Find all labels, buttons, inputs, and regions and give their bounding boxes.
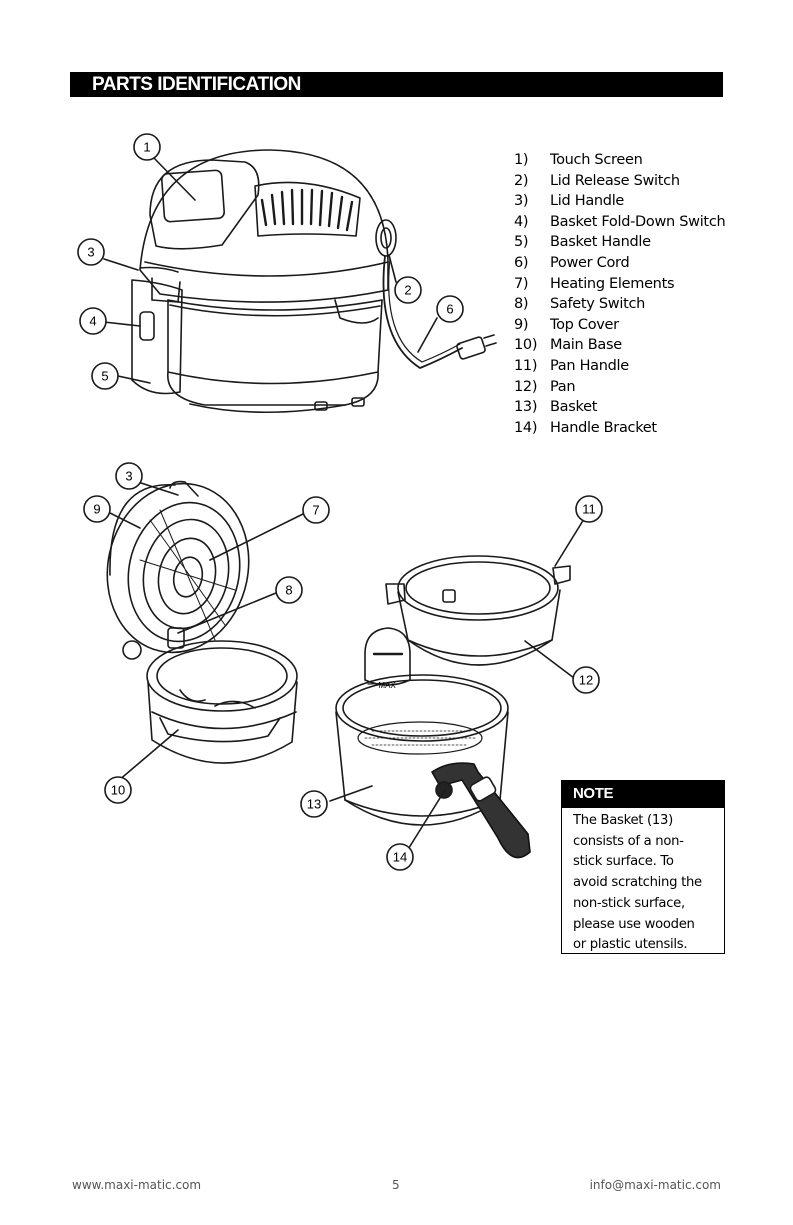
svg-text:13: 13 <box>307 797 321 812</box>
note-line: The Basket (13) <box>573 813 673 828</box>
callout-8: 8 <box>275 576 303 604</box>
page-number: 5 <box>392 1178 400 1192</box>
part-number: 13) <box>514 399 538 416</box>
parts-list-item: 7) Heating Elements <box>514 274 764 295</box>
svg-text:3: 3 <box>87 245 94 260</box>
part-name: Lid Release Switch <box>550 172 680 189</box>
callout-12: 12 <box>572 666 600 694</box>
part-name: Main Base <box>550 337 622 354</box>
note-line: stick surface. To <box>573 854 674 870</box>
pan-drawing <box>385 555 571 666</box>
parts-list-item: 6) Power Cord <box>514 253 764 274</box>
svg-text:10: 10 <box>111 783 125 798</box>
parts-list-item: 13) Basket <box>514 397 764 418</box>
section-header-bar: PARTS IDENTIFICATION <box>70 72 723 97</box>
open-fryer-drawing <box>106 480 298 764</box>
svg-text:14: 14 <box>393 850 407 865</box>
note-box: NOTE The Basket (13) consists of a non- … <box>561 780 725 954</box>
part-number: 2) <box>514 172 529 189</box>
callout-6: 6 <box>436 295 464 323</box>
parts-list: 1) Touch Screen 2) Lid Release Switch 3) Li… <box>514 150 764 438</box>
callout-14: 14 <box>386 843 414 871</box>
svg-text:1: 1 <box>143 140 150 155</box>
parts-list-item: 14) Handle Bracket <box>514 418 764 439</box>
parts-list-item: 1) Touch Screen <box>514 150 764 171</box>
svg-text:11: 11 <box>582 502 596 517</box>
svg-text:3: 3 <box>125 469 132 484</box>
callout-labels: 1 3 4 5 2 6 3 9 7 8 10 11 12 13 14 <box>77 133 603 871</box>
parts-list-item: 4) Basket Fold-Down Switch <box>514 212 764 233</box>
callout-4: 4 <box>79 307 107 335</box>
part-name: Basket Fold-Down Switch <box>550 213 726 230</box>
svg-text:7: 7 <box>312 503 319 518</box>
svg-text:12: 12 <box>579 673 593 688</box>
parts-list-item: 9) Top Cover <box>514 315 764 336</box>
note-line: consists of a non- <box>573 833 684 849</box>
svg-text:6: 6 <box>446 302 453 317</box>
svg-text:5: 5 <box>101 369 108 384</box>
parts-list-item: 10) Main Base <box>514 335 764 356</box>
note-line: non-stick surface, <box>573 895 685 911</box>
footer-email[interactable]: info@maxi-matic.com <box>589 1178 721 1192</box>
part-name: Top Cover <box>550 316 619 333</box>
callout-10: 10 <box>104 776 132 804</box>
part-number: 9) <box>514 316 529 333</box>
parts-list-item: 12) Pan <box>514 377 764 398</box>
part-name: Handle Bracket <box>550 419 657 436</box>
svg-text:2: 2 <box>404 283 411 298</box>
parts-list-item: 11) Pan Handle <box>514 356 764 377</box>
part-name: Touch Screen <box>550 152 643 168</box>
parts-list-item: 8) Safety Switch <box>514 294 764 315</box>
note-line: avoid scratching the <box>573 875 702 891</box>
part-name: Heating Elements <box>550 275 675 292</box>
callout-11: 11 <box>575 495 603 523</box>
svg-text:9: 9 <box>93 502 100 517</box>
callout-1: 1 <box>133 133 161 161</box>
parts-list-item: 5) Basket Handle <box>514 232 764 253</box>
svg-text:8: 8 <box>285 583 292 598</box>
note-title: NOTE <box>573 785 614 802</box>
footer-website[interactable]: www.maxi-matic.com <box>72 1178 202 1192</box>
part-number: 7) <box>514 275 529 292</box>
parts-list-item: 3) Lid Handle <box>514 191 764 212</box>
basket-max-mark: MAX <box>378 681 396 690</box>
callout-7: 7 <box>302 496 330 524</box>
note-body: The Basket (13) consists of a non- stick… <box>573 811 723 956</box>
part-number: 10) <box>514 337 538 354</box>
part-number: 11) <box>514 357 538 374</box>
part-number: 12) <box>514 378 538 395</box>
part-number: 14) <box>514 419 538 436</box>
parts-list-item: 2) Lid Release Switch <box>514 171 764 192</box>
part-name: Lid Handle <box>550 193 625 210</box>
part-number: 5) <box>514 234 529 251</box>
part-number: 8) <box>514 296 529 313</box>
basket-drawing <box>335 674 531 859</box>
callout-2: 2 <box>394 276 422 304</box>
section-title: PARTS IDENTIFICATION <box>92 74 301 95</box>
callout-3: 3 <box>115 462 143 490</box>
callout-13: 13 <box>300 790 328 818</box>
part-number: 4) <box>514 213 529 230</box>
part-number: 1) <box>514 152 529 168</box>
part-name: Basket <box>550 399 598 416</box>
note-header: NOTE <box>562 781 724 808</box>
assembled-fryer-drawing <box>131 149 497 414</box>
part-name: Safety Switch <box>550 296 646 313</box>
callout-9: 9 <box>83 495 111 523</box>
part-name: Basket Handle <box>550 234 651 251</box>
callout-3: 3 <box>77 238 105 266</box>
svg-text:4: 4 <box>89 314 96 329</box>
note-line: or plastic utensils. <box>573 937 688 953</box>
part-name: Power Cord <box>550 254 630 271</box>
part-number: 6) <box>514 254 529 271</box>
part-name: Pan <box>550 378 576 395</box>
part-number: 3) <box>514 193 529 210</box>
part-name: Pan Handle <box>550 357 629 374</box>
callout-5: 5 <box>91 362 119 390</box>
note-line: please use wooden <box>573 916 695 932</box>
